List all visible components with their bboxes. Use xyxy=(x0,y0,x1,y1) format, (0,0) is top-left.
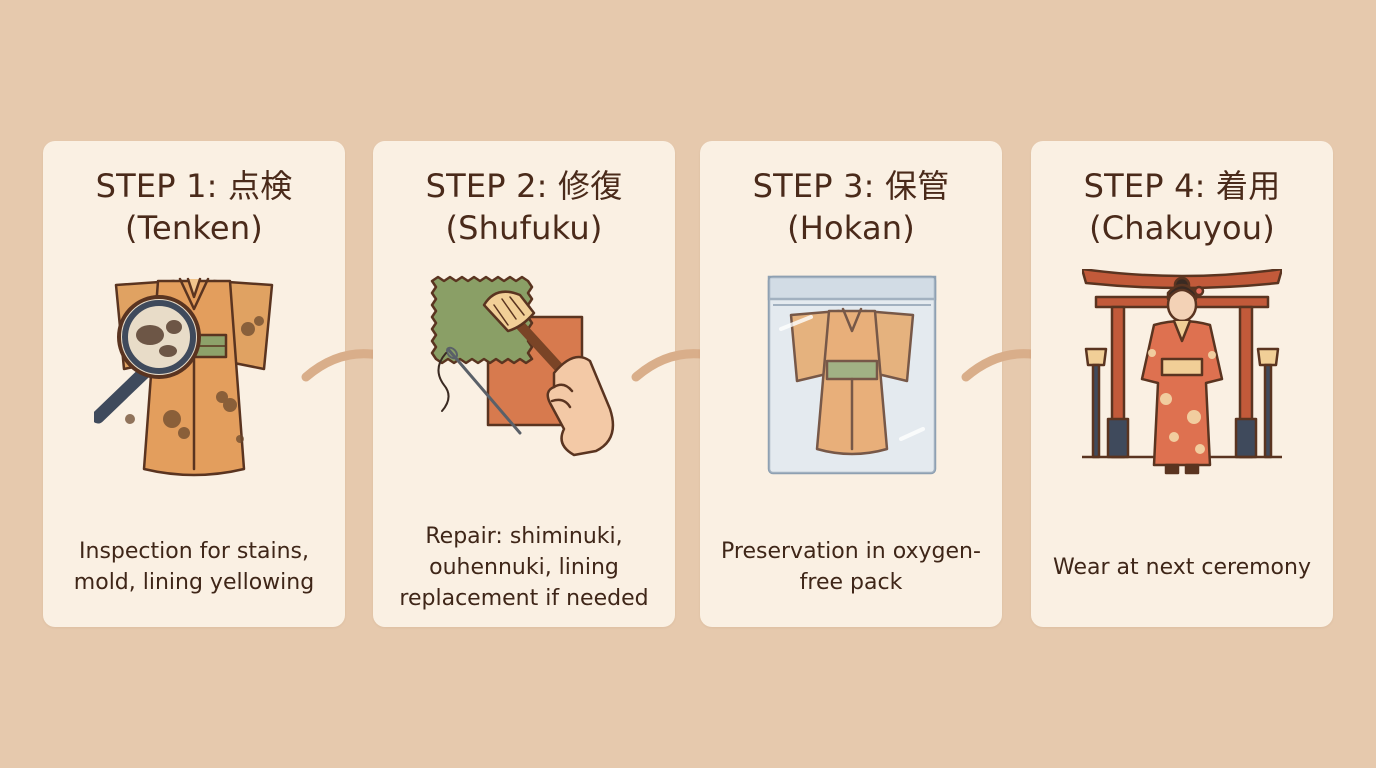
step-title: STEP 1: 点検 (Tenken) xyxy=(43,165,345,249)
step-description: Inspection for stains, mold, lining yell… xyxy=(73,539,315,595)
step-title: STEP 4: 着用 (Chakuyou) xyxy=(1031,165,1333,249)
step-romaji: (Tenken) xyxy=(124,209,263,247)
step-heading: STEP 2: 修復 xyxy=(425,167,623,205)
step-card-3: STEP 3: 保管 (Hokan) Preservation in oxyge… xyxy=(700,141,1002,627)
magnifying-glass-kimono-icon xyxy=(94,269,294,489)
step-title: STEP 2: 修復 (Shufuku) xyxy=(373,165,675,249)
torii-woman-kimono-icon xyxy=(1082,269,1282,489)
brush-needle-fabric-icon xyxy=(424,269,624,489)
vacuum-pack-kimono-icon xyxy=(751,269,951,489)
step-description: Preservation in oxygen-free pack xyxy=(721,539,981,595)
step-heading: STEP 3: 保管 xyxy=(752,167,950,205)
step-heading: STEP 4: 着用 xyxy=(1083,167,1281,205)
step-description: Wear at next ceremony xyxy=(1053,554,1311,580)
step-description: Repair: shiminuki, ouhennuki, lining rep… xyxy=(399,523,649,611)
step-romaji: (Chakuyou) xyxy=(1089,209,1275,247)
step-card-2: STEP 2: 修復 (Shufuku) xyxy=(373,141,675,627)
step-title: STEP 3: 保管 (Hokan) xyxy=(700,165,1002,249)
step-heading: STEP 1: 点検 xyxy=(95,167,293,205)
step-romaji: (Hokan) xyxy=(787,209,915,247)
step-card-4: STEP 4: 着用 (Chakuyou) xyxy=(1031,141,1333,627)
step-romaji: (Shufuku) xyxy=(445,209,603,247)
step-card-1: STEP 1: 点検 (Tenken) xyxy=(43,141,345,627)
